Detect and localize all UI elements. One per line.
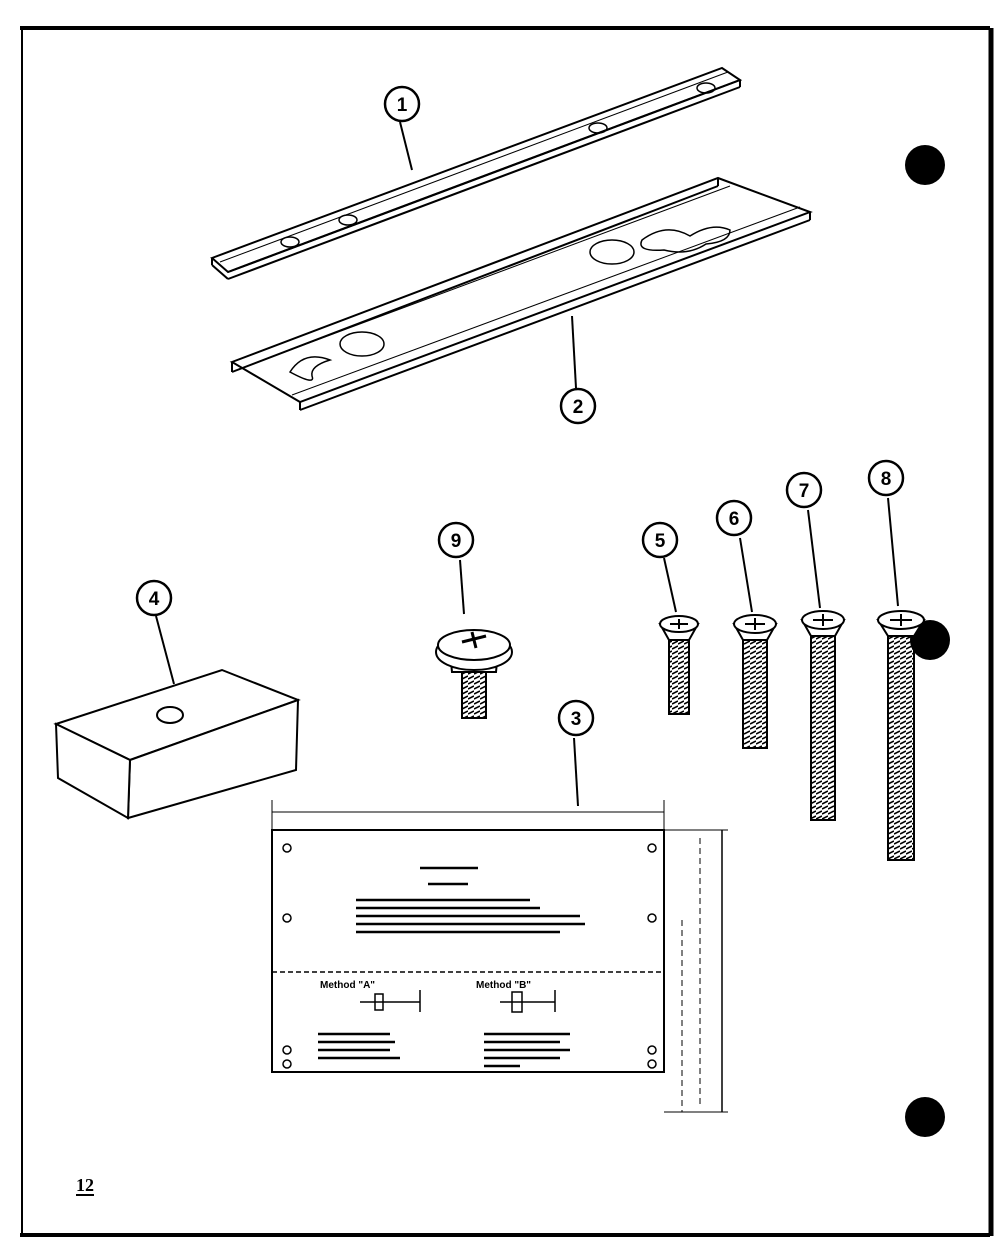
callout-number-2: 2 <box>573 397 584 418</box>
upper-rail-drawing <box>210 66 743 280</box>
callout-1: 1 <box>383 85 421 123</box>
callout-4: 4 <box>135 579 173 617</box>
callout-circle-4 <box>135 579 173 617</box>
binder-hole-top <box>905 145 945 185</box>
callout-7: 7 <box>785 471 823 509</box>
callout-circle-3 <box>557 699 595 737</box>
leader-line-7 <box>807 509 821 609</box>
page-border <box>20 26 994 1237</box>
binder-hole-middle <box>910 620 950 660</box>
method-a-label: Method "A" <box>320 980 375 991</box>
callout-number-9: 9 <box>451 531 462 552</box>
leader-line-1 <box>399 121 413 171</box>
callout-layer: 1 2 3 4 5 6 7 8 9 <box>135 85 905 737</box>
screw-6-drawing <box>732 614 778 749</box>
shoulder-screw-drawing <box>435 629 513 719</box>
block-drawing <box>53 668 301 820</box>
screw-8-drawing <box>876 610 926 861</box>
callout-number-8: 8 <box>881 469 892 490</box>
callout-number-4: 4 <box>149 589 160 610</box>
callout-2: 2 <box>559 387 597 425</box>
callout-circle-9 <box>437 521 475 559</box>
callout-8: 8 <box>867 459 905 497</box>
screw-7-drawing <box>800 610 846 821</box>
leader-line-6 <box>739 537 753 613</box>
callout-6: 6 <box>715 499 753 537</box>
lower-rail-drawing <box>229 176 813 411</box>
callout-number-6: 6 <box>729 509 740 530</box>
screw-5-drawing <box>658 615 700 715</box>
leader-line-3 <box>573 737 579 807</box>
callout-5: 5 <box>641 521 679 559</box>
callout-9: 9 <box>437 521 475 559</box>
leader-line-2 <box>571 315 577 389</box>
callout-circle-7 <box>785 471 823 509</box>
leader-line-5 <box>663 557 677 613</box>
callout-number-1: 1 <box>397 95 408 116</box>
binder-hole-bottom <box>905 1097 945 1137</box>
callout-circle-6 <box>715 499 753 537</box>
method-b-label: Method "B" <box>476 980 531 991</box>
page-number: 12 <box>76 1175 94 1196</box>
callout-3: 3 <box>557 699 595 737</box>
callout-number-3: 3 <box>571 709 582 730</box>
mounting-template-drawing <box>271 800 728 1113</box>
leader-line-8 <box>887 497 899 607</box>
callout-circle-2 <box>559 387 597 425</box>
leader-line-9 <box>459 559 465 615</box>
callout-circle-5 <box>641 521 679 559</box>
callout-circle-8 <box>867 459 905 497</box>
leader-line-4 <box>155 615 175 685</box>
callout-number-7: 7 <box>799 481 810 502</box>
callout-circle-1 <box>383 85 421 123</box>
callout-number-5: 5 <box>655 531 666 552</box>
